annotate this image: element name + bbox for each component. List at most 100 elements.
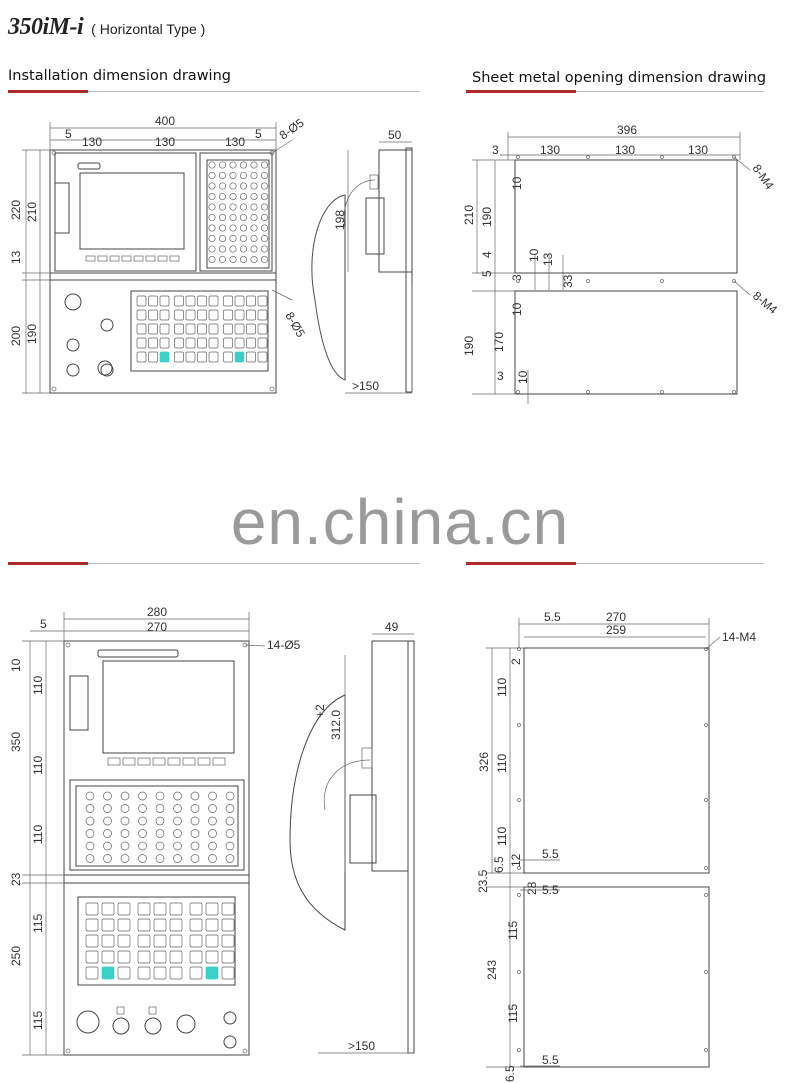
- keypad-dot: [208, 245, 216, 253]
- keypad-dot: [103, 816, 112, 826]
- bottom-sheet-metal: 5.5 270 259 14-M4 2 110 326 110 110 6.5 …: [476, 610, 756, 1082]
- keypad-dot: [260, 161, 269, 169]
- keypad-dot: [155, 804, 165, 813]
- operator-key: [246, 295, 256, 307]
- keypad-dot: [103, 829, 112, 838]
- keypad-dot: [208, 224, 216, 232]
- keypad-dot: [208, 255, 216, 264]
- keypad-dot: [239, 234, 248, 243]
- dim-bs110b: 110: [495, 754, 509, 773]
- dim-s190: 190: [480, 207, 494, 227]
- operator-key: [221, 950, 235, 964]
- dim-b270: 270: [147, 620, 167, 634]
- lower-left-rule-accent: [8, 562, 88, 565]
- keypad-dot: [208, 816, 217, 826]
- dim-190: 190: [25, 324, 39, 344]
- top-install-front: 400 5 130 130 130 5 8-Ø5 8-Ø5 220 210 13…: [9, 114, 308, 394]
- dim-bs259: 259: [606, 623, 626, 637]
- keypad-dot: [218, 171, 227, 180]
- keypad-dot: [208, 213, 216, 222]
- operator-key: [205, 918, 219, 932]
- keypad-dot: [260, 234, 269, 243]
- keypad-dot: [138, 804, 147, 813]
- operator-key: [159, 309, 170, 321]
- lower-right-rule: [466, 563, 764, 564]
- keypad-dot: [190, 854, 200, 863]
- dim-b280: 280: [147, 605, 167, 619]
- keypad-dot: [190, 829, 200, 838]
- operator-key: [148, 309, 158, 321]
- operator-key: [148, 351, 158, 363]
- keypad-dot: [155, 854, 165, 863]
- keypad-dot: [225, 829, 235, 838]
- dim-s10c: 10: [516, 370, 530, 384]
- dim-s190b: 190: [462, 336, 476, 356]
- highlight-key: [101, 966, 115, 980]
- keypad-dot: [260, 192, 269, 201]
- dim-b110a: 110: [31, 676, 45, 695]
- operator-key: [117, 966, 131, 980]
- keypad-dot: [239, 224, 248, 232]
- keypad-dot: [229, 224, 237, 232]
- keypad-dot: [225, 804, 235, 813]
- keypad-dot: [250, 234, 258, 243]
- keypad-dot: [85, 829, 95, 838]
- operator-key: [85, 918, 99, 932]
- operator-key: [257, 351, 268, 363]
- dim-5b: 5: [255, 127, 262, 141]
- operator-key: [246, 351, 256, 363]
- operator-key: [223, 351, 233, 363]
- operator-key: [169, 950, 183, 964]
- dim-bs115a: 115: [506, 921, 520, 940]
- dim-400: 400: [155, 114, 175, 128]
- operator-key: [174, 295, 184, 307]
- operator-key: [174, 351, 184, 363]
- dim-396: 396: [617, 123, 637, 137]
- operator-key: [185, 337, 196, 349]
- keypad-dot: [225, 854, 235, 863]
- keypad-dot: [250, 245, 258, 253]
- operator-key: [117, 950, 131, 964]
- keypad-dot: [260, 224, 269, 232]
- operator-key: [137, 950, 151, 964]
- keypad-dot: [155, 841, 165, 851]
- model-subtitle: ( Horizontal Type ): [91, 21, 206, 37]
- keypad-dot: [218, 213, 227, 222]
- dim-gt150-top: >150: [352, 379, 379, 393]
- keypad-dot: [208, 171, 216, 180]
- keypad-dot: [190, 804, 200, 813]
- dim-bs110c: 110: [495, 827, 509, 846]
- dim-s3b: 3: [510, 274, 524, 281]
- keypad-dot: [190, 841, 200, 851]
- keypad-dot: [260, 245, 269, 253]
- keypad-dot: [138, 841, 147, 851]
- operator-key: [148, 337, 158, 349]
- operator-key: [148, 295, 158, 307]
- operator-key: [174, 309, 184, 321]
- dim-bs12: 12: [509, 853, 523, 867]
- keypad-dot: [120, 841, 130, 851]
- keypad-dot: [229, 182, 237, 190]
- keypad-dot: [229, 245, 237, 253]
- keypad-dot: [250, 171, 258, 180]
- keypad-dot: [85, 841, 95, 851]
- operator-key: [234, 337, 245, 349]
- dim-s33: 33: [561, 274, 575, 288]
- operator-key: [185, 351, 196, 363]
- operator-key: [153, 918, 167, 932]
- operator-key: [223, 295, 233, 307]
- operator-key: [101, 950, 115, 964]
- operator-key: [159, 337, 170, 349]
- operator-key: [85, 966, 99, 980]
- operator-key: [197, 309, 207, 321]
- operator-key: [197, 351, 207, 363]
- operator-key: [257, 337, 268, 349]
- operator-key: [148, 323, 158, 335]
- key-switch: [97, 360, 113, 376]
- operator-key: [234, 295, 245, 307]
- dim-220: 220: [9, 200, 23, 220]
- operator-key: [174, 323, 184, 335]
- operator-key: [234, 309, 245, 321]
- operator-key: [136, 309, 147, 321]
- keypad-dot: [250, 203, 258, 211]
